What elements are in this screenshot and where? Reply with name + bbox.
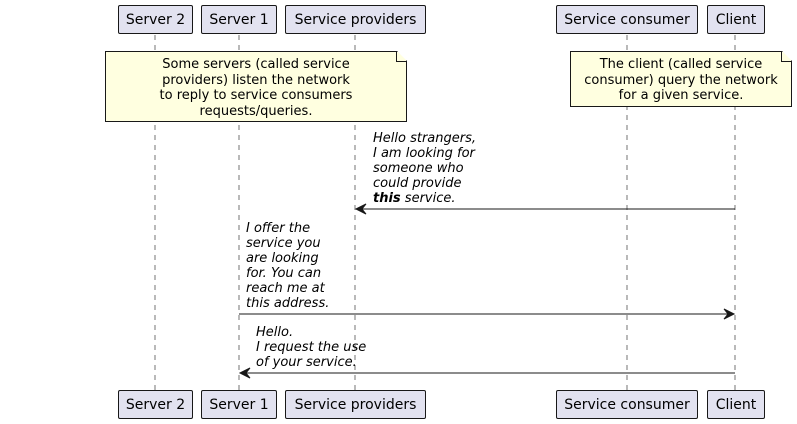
participant-client-top: Client [707,5,765,34]
note-line: for a given service. [618,88,744,103]
message-server1-to-client: I offer the service you are looking for.… [246,221,329,311]
participant-consumer-top: Service consumer [556,5,698,34]
participant-providers-bottom: Service providers [285,390,426,419]
message-line: I am looking for [373,146,475,161]
note-line: providers) listen the network [162,72,350,88]
arrow-m2-head [723,308,736,320]
participant-providers-top: Service providers [285,5,426,34]
message-line: could provide [373,176,462,191]
participant-client-bottom: Client [707,390,765,419]
arrow-m3-head [238,367,251,379]
note-line: to reply to service consumers [159,88,353,103]
note-service-consumer: The client (called service consumer) que… [570,51,792,107]
message-client-to-providers: Hello strangers, I am looking for someon… [373,131,476,206]
participant-server1-bottom: Server 1 [201,390,277,419]
note-line: requests/queries. [199,103,313,119]
message-line: I offer the [246,221,311,236]
message-line: are looking [246,251,319,266]
participant-server1-top: Server 1 [201,5,277,34]
message-line: someone who [373,161,464,176]
participant-consumer-bottom: Service consumer [556,390,698,419]
message-line: this service. [373,191,476,206]
message-line: of your service. [256,355,357,370]
message-line: I request the use [256,340,367,355]
message-line: for. You can [246,266,322,281]
message-line: reach me at [246,281,325,296]
message-line: this address. [246,296,330,311]
message-client-to-server1: Hello. I request the use of your service… [256,325,366,370]
bold-word: this [373,191,401,206]
arrow-m1-head [354,203,367,215]
participant-server2-top: Server 2 [118,5,193,34]
note-fold-icon [396,51,407,62]
message-line: Hello strangers, [373,131,477,146]
note-service-providers: Some servers (called service providers) … [105,51,407,122]
message-line-rest: service. [400,191,456,206]
note-line: The client (called service [599,57,763,72]
note-line: consumer) query the network [584,72,778,88]
participant-server2-bottom: Server 2 [118,390,193,419]
note-fold-icon [781,51,792,62]
message-line: service you [246,236,321,251]
note-line: Some servers (called service [162,57,350,72]
message-line: Hello. [256,325,294,340]
